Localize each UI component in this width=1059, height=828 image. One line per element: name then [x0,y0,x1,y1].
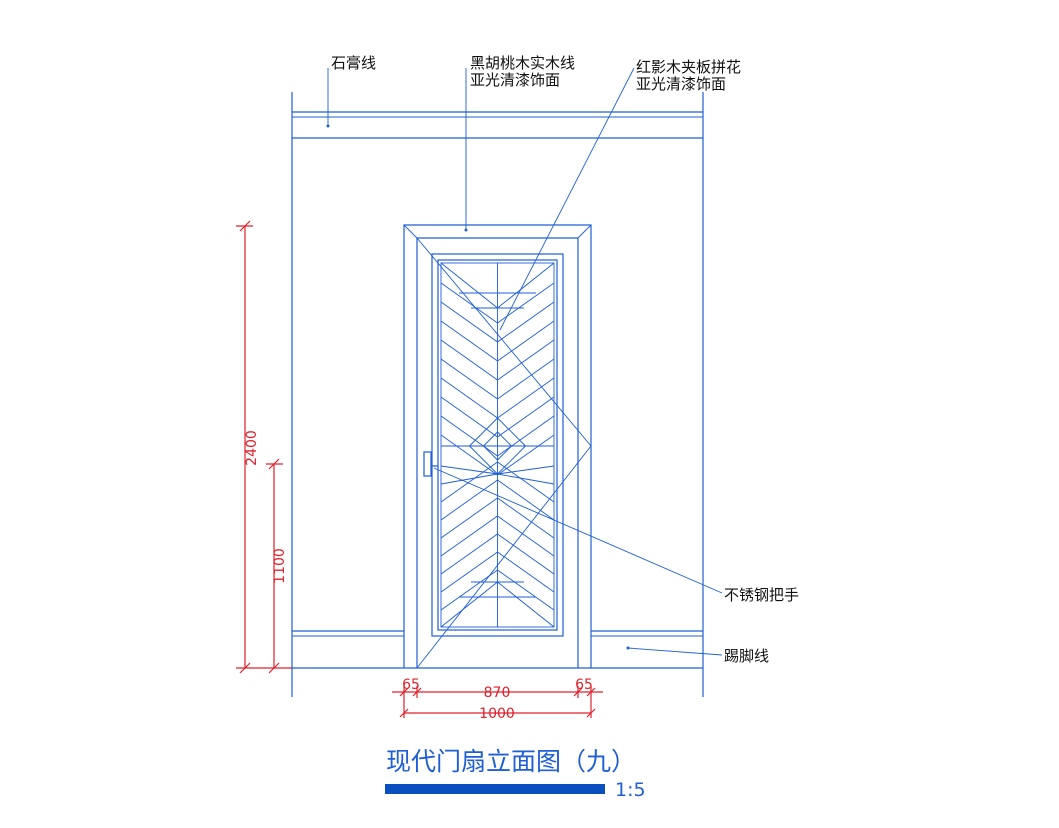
title-underline [385,784,605,794]
pattern-corner-line [440,581,498,628]
dimension-2400: 2400 [244,430,260,466]
pattern-chevron-line [440,282,498,324]
pattern-chevron-line [497,461,555,503]
pattern-chevron-line [440,465,498,475]
pattern-chevron-line [497,465,555,475]
pattern-chevron-line [440,473,498,485]
pattern-chevron-line [497,479,555,521]
gypsum-cornice [292,111,703,139]
handle-icon [423,451,438,477]
pattern-chevron-line [440,301,498,343]
pattern-line [483,431,498,447]
pattern-chevron-line [497,473,555,485]
pattern-chevron-line [440,377,498,419]
dimension-1100: 1100 [272,548,288,584]
skirting-label: 踢脚线 [724,647,769,665]
drawing-scale: 1:5 [615,779,646,801]
veneer-finish-label: 亚光清漆饰面 [636,75,726,93]
pattern-chevron-line [440,461,498,503]
pattern-line [497,417,526,447]
pattern-chevron-line [497,358,555,400]
dimension-65-right: 65 [575,677,593,693]
pattern-chevron-line [497,569,555,611]
pattern-chevron-line [497,551,555,593]
pattern-chevron-line [440,320,498,362]
pattern-chevron-line [497,415,555,457]
pattern-chevron-line [440,479,498,521]
pattern-chevron-line [497,282,555,324]
pattern-chevron-line [497,515,555,557]
gypsum-line-label: 石膏线 [331,54,376,72]
pattern-chevron-line [497,377,555,419]
pattern-chevron-line [497,320,555,362]
wall-outline [291,92,704,697]
pattern-line [497,445,526,475]
vertical-dimensions [236,220,292,674]
pattern-chevron-line [440,533,498,575]
annotation-leaders [326,67,723,656]
pattern-chevron-line [440,551,498,593]
pattern-chevron-line [497,533,555,575]
dimension-1000: 1000 [479,706,515,722]
handle-label: 不锈钢把手 [724,586,799,604]
horizontal-dimensions [392,686,603,718]
veneer-parquet-pattern [440,262,555,628]
pattern-chevron-line [440,358,498,400]
walnut-finish-label: 亚光清漆饰面 [470,71,560,89]
pattern-chevron-line [440,415,498,457]
pattern-chevron-line [440,497,498,539]
pattern-chevron-line [497,301,555,343]
pattern-chevron-line [440,339,498,381]
drawing-title: 现代门扇立面图（九） [386,747,636,776]
walnut-line-label: 黑胡桃木实木线 [470,54,575,72]
pattern-chevron-line [440,515,498,557]
door-swing-lines [416,237,592,669]
dimension-65-left: 65 [402,677,420,693]
pattern-line [483,445,498,461]
pattern-corner-line [497,581,555,628]
veneer-label: 红影木夹板拼花 [636,58,741,76]
dimension-870: 870 [484,685,511,701]
pattern-chevron-line [497,396,555,438]
skirting-board [292,630,703,637]
pattern-line [469,445,498,475]
pattern-corner-line [497,262,555,309]
pattern-line [497,431,512,447]
pattern-corner-line [440,262,498,309]
pattern-line [497,445,512,461]
pattern-line [469,417,498,447]
pattern-chevron-line [497,339,555,381]
pattern-chevron-line [497,497,555,539]
pattern-chevron-line [440,396,498,438]
